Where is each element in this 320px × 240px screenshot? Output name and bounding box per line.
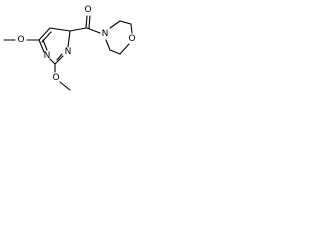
bond-c4-ccarbonyl: [69, 27, 87, 32]
morpholine-ring: [105, 20, 133, 55]
atom-ring-n1: N: [44, 51, 51, 61]
bond-cc-cd: [109, 49, 121, 55]
bond-c-o-double-b: [88, 15, 91, 29]
chemical-structure: O O N N O N O: [3, 5, 136, 91]
bond-c-o-double-a: [85, 15, 88, 29]
bond-ccarbonyl-n: [86, 27, 101, 34]
bond-c2-n3-double: [56, 53, 63, 61]
atom-labels: O O N N O N O: [17, 5, 135, 83]
bond-cd-n: [105, 39, 111, 51]
atom-carbonyl-o: O: [84, 5, 91, 15]
bond-c5-c6: [38, 27, 51, 41]
bond-c2-n3: [54, 55, 64, 65]
atom-morpholine-o: O: [128, 34, 135, 44]
pyrimidine-ring: [38, 27, 71, 65]
bond-ca-cb: [119, 20, 132, 25]
bond-n3-c4: [67, 30, 71, 48]
atom-ring-n2: N: [65, 47, 72, 57]
carbonyl-group: [69, 15, 101, 34]
bond-c4-c5: [49, 27, 71, 32]
bond-cb-o: [130, 23, 133, 34]
bond-n1-c6-double: [42, 39, 48, 51]
bond-n-ca: [109, 20, 121, 29]
bond-c6-n1: [38, 39, 45, 53]
methoxy-bottom: [54, 63, 71, 91]
bond-o-ch3-bottom: [59, 81, 71, 91]
atom-methoxy-o-bottom: O: [52, 73, 59, 83]
bond-n1-c2: [49, 58, 56, 65]
bond-o-cc: [119, 43, 130, 55]
atom-morpholine-n: N: [102, 29, 109, 39]
atom-methoxy-o-left: O: [17, 35, 24, 45]
